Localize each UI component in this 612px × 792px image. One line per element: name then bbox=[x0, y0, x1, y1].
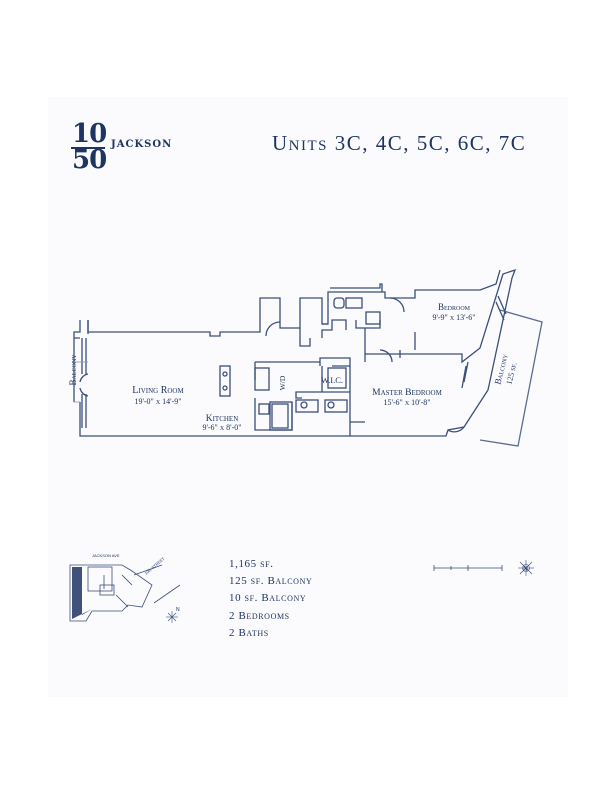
scale-and-compass: N bbox=[433, 560, 534, 576]
plan-outer-wall bbox=[73, 268, 517, 437]
master-bedroom-label: Master Bedroom bbox=[372, 388, 442, 398]
plan-north-wall bbox=[87, 269, 501, 337]
balcony-west-label: Balcony bbox=[68, 354, 78, 386]
key-plan: JACKSON AVE 10th STREET N bbox=[69, 553, 181, 623]
walk-in-closet-label: W.I.C. bbox=[321, 375, 343, 385]
page-background bbox=[48, 97, 568, 697]
plan-west-window bbox=[74, 337, 87, 428]
keyplan-street-east: 10th STREET bbox=[143, 556, 166, 576]
logo-divider bbox=[71, 147, 105, 149]
floor-plan: Balcony Living Room 19'-0" x 14'-9" Kitc… bbox=[68, 268, 543, 447]
unit-stats: 1,165 sf. 125 sf. Balcony 10 sf. Balcony… bbox=[229, 556, 312, 642]
kitchen-label: Kitchen bbox=[206, 414, 239, 424]
stat-bedrooms: 2 Bedrooms bbox=[229, 609, 290, 622]
living-room-label: Living Room bbox=[132, 385, 184, 396]
keyplan-compass-label: N bbox=[176, 607, 180, 613]
logo-number-top: 10 bbox=[72, 119, 107, 149]
logo-wordmark: JACKSON bbox=[111, 139, 173, 150]
logo-number-bottom: 50 bbox=[72, 145, 107, 175]
master-bedroom-dimensions: 15'-6" x 10'-8" bbox=[383, 398, 430, 407]
north-arrow-icon bbox=[518, 560, 534, 576]
stat-balcony-small: 10 sf. Balcony bbox=[229, 592, 307, 605]
scale-bar bbox=[433, 565, 503, 571]
plan-door-swing bbox=[79, 297, 465, 433]
bedroom-dimensions: 9'-9" x 13'-6" bbox=[432, 313, 475, 322]
stat-area: 1,165 sf. bbox=[229, 558, 274, 570]
keyplan-compass-icon bbox=[166, 611, 178, 623]
kitchen-dimensions: 9'-6" x 8'-0" bbox=[202, 423, 241, 432]
living-room-dimensions: 19'-0" x 14'-9" bbox=[134, 397, 181, 406]
north-arrow-label: N bbox=[523, 565, 528, 573]
stat-baths: 2 Baths bbox=[229, 626, 269, 639]
plan-east-balcony bbox=[479, 309, 543, 447]
keyplan-street-north: JACKSON AVE bbox=[92, 553, 120, 558]
washer-dryer-label: W/D bbox=[278, 375, 287, 390]
bedroom-label: Bedroom bbox=[438, 302, 471, 312]
units-title: Units 3C, 4C, 5C, 6C, 7C bbox=[272, 131, 527, 155]
stat-balcony-large: 125 sf. Balcony bbox=[229, 575, 313, 588]
